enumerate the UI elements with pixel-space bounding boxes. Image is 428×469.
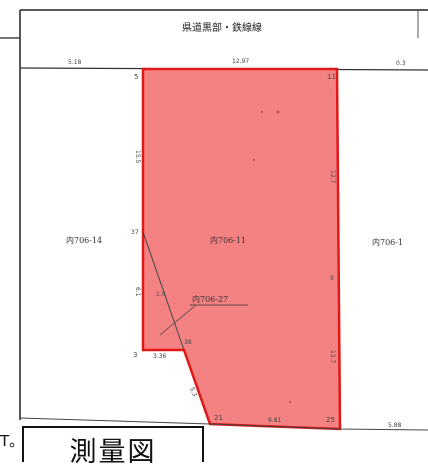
distance-slant: 5.3: [188, 386, 198, 398]
distance-bottom-right: 5.88: [388, 422, 402, 429]
parcel-label-right: 内706-1: [372, 237, 403, 247]
point-label-bottom-right: 25: [326, 416, 335, 424]
distance-diag-small: 1.0: [156, 291, 166, 298]
distance-left-lower: 6.1: [134, 287, 141, 297]
bottom-boundary-line: [19, 417, 428, 431]
survey-mark: [276, 110, 280, 114]
distance-top-main: 12.97: [232, 58, 249, 65]
distance-right-upper: 12.7: [329, 170, 336, 184]
distance-left-upper: 15.5: [134, 150, 141, 164]
point-label-inner: 38: [184, 339, 192, 346]
parcel-label-left: 内706-14: [66, 235, 102, 245]
point-label-top-left: 5: [134, 73, 138, 81]
survey-mark: [260, 110, 264, 114]
leader-line: [159, 304, 197, 336]
corner-annotation: T。: [0, 432, 25, 450]
point-label-bottom: 21: [214, 414, 223, 422]
distance-top-left-road: 5.18: [68, 59, 82, 66]
survey-mark: [288, 400, 292, 404]
point-label-top-right: 11: [327, 73, 336, 81]
distance-right-mid: 9: [330, 275, 334, 282]
parcel-label-small: 内706-27: [192, 294, 228, 304]
title-text: 測量図: [69, 437, 157, 468]
point-label-bottom-left: 3: [133, 351, 137, 359]
inner-diagonal-line: [142, 231, 185, 351]
survey-mark: [252, 158, 256, 162]
parcel-main-highlight: [141, 67, 342, 431]
title-box: 測量図: [22, 426, 204, 468]
road-label: 県道黒部・鉄線線: [182, 21, 262, 34]
distance-top-right-road: 0.3: [396, 60, 406, 67]
distance-right-lower: 12.7: [329, 350, 336, 364]
distance-bottom-main: 9.81: [268, 417, 282, 424]
point-label-mid-left: 37: [131, 229, 139, 236]
distance-step-bottom: 3.36: [153, 353, 167, 360]
parcel-label-main: 内706-11: [210, 235, 246, 245]
